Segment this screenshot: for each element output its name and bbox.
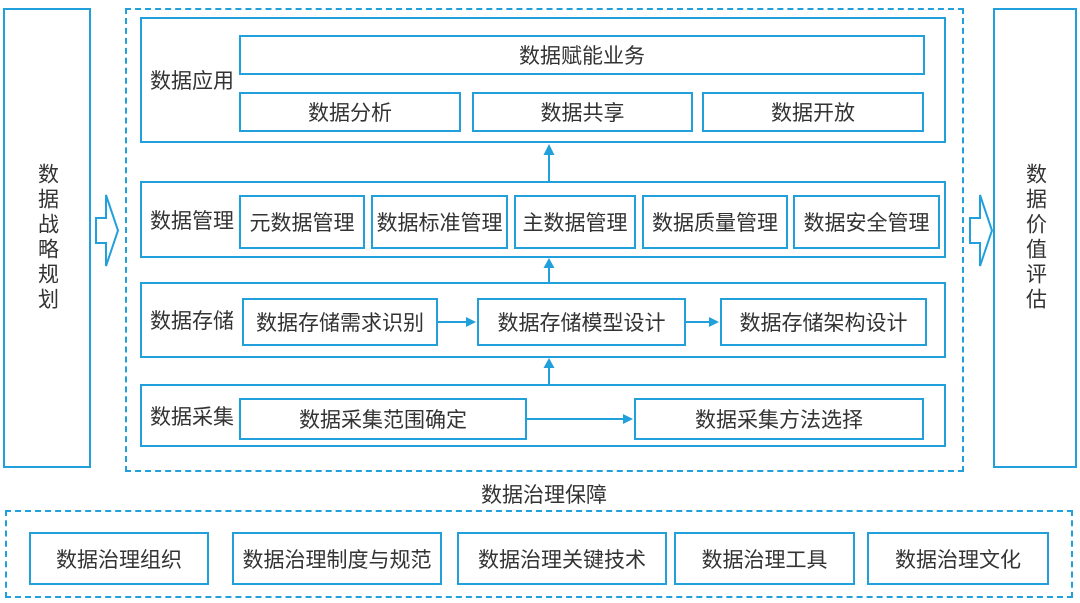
row-label-data-collection: 数据采集 [150, 404, 234, 429]
arrow-up-icon [543, 144, 555, 181]
box-data-opening: 数据开放 [702, 92, 924, 132]
box-governance-culture: 数据治理文化 [867, 532, 1049, 585]
box-storage-requirement-identification: 数据存储需求识别 [242, 298, 438, 346]
arrow-up-icon [543, 358, 555, 384]
box-metadata-management: 元数据管理 [239, 195, 365, 249]
row-data-application: 数据应用 数据赋能业务 数据分析 数据共享 数据开放 [140, 17, 946, 143]
governance-support-label: 数据治理保障 [481, 483, 607, 507]
data-value-evaluation-label: 数据价值评估 [1023, 163, 1048, 313]
data-strategy-planning-panel: 数据战略规划 [3, 8, 91, 468]
arrow-right-icon [527, 414, 633, 424]
row-label-data-storage: 数据存储 [150, 309, 234, 333]
row-label-data-application: 数据应用 [150, 69, 234, 93]
box-governance-key-technology: 数据治理关键技术 [457, 532, 667, 585]
arrow-right-icon [686, 317, 719, 327]
row-label-data-management: 数据管理 [150, 208, 234, 233]
box-governance-organization: 数据治理组织 [29, 532, 209, 585]
box-governance-tools: 数据治理工具 [674, 532, 855, 585]
box-data-security-management: 数据安全管理 [793, 195, 940, 249]
flow-block-arrow-right-icon [95, 194, 119, 267]
box-storage-model-design: 数据存储模型设计 [477, 298, 686, 346]
flow-block-arrow-right-icon [969, 194, 993, 267]
row-data-storage: 数据存储 数据存储需求识别 数据存储模型设计 数据存储架构设计 [140, 282, 946, 358]
governance-core-container [125, 8, 964, 472]
data-strategy-planning-label: 数据战略规划 [35, 163, 60, 313]
box-governance-rules-standards: 数据治理制度与规范 [232, 532, 442, 585]
row-data-collection: 数据采集 数据采集范围确定 数据采集方法选择 [140, 384, 946, 447]
row-data-management: 数据管理 元数据管理 数据标准管理 主数据管理 数据质量管理 数据安全管理 [140, 181, 946, 258]
box-data-analysis: 数据分析 [239, 92, 461, 132]
box-data-sharing: 数据共享 [472, 92, 693, 132]
data-value-evaluation-panel: 数据价值评估 [993, 8, 1077, 468]
box-storage-architecture-design: 数据存储架构设计 [720, 298, 927, 346]
arrow-right-icon [438, 317, 476, 327]
box-collection-method-selection: 数据采集方法选择 [634, 398, 924, 440]
box-master-data-management: 主数据管理 [514, 195, 636, 249]
governance-support-container: 数据治理组织 数据治理制度与规范 数据治理关键技术 数据治理工具 数据治理文化 [5, 510, 1073, 598]
arrow-up-icon [543, 258, 555, 282]
box-data-standard-management: 数据标准管理 [371, 195, 508, 249]
box-collection-scope-determination: 数据采集范围确定 [239, 398, 527, 440]
box-data-quality-management: 数据质量管理 [642, 195, 788, 249]
box-data-empower-business: 数据赋能业务 [239, 35, 925, 75]
